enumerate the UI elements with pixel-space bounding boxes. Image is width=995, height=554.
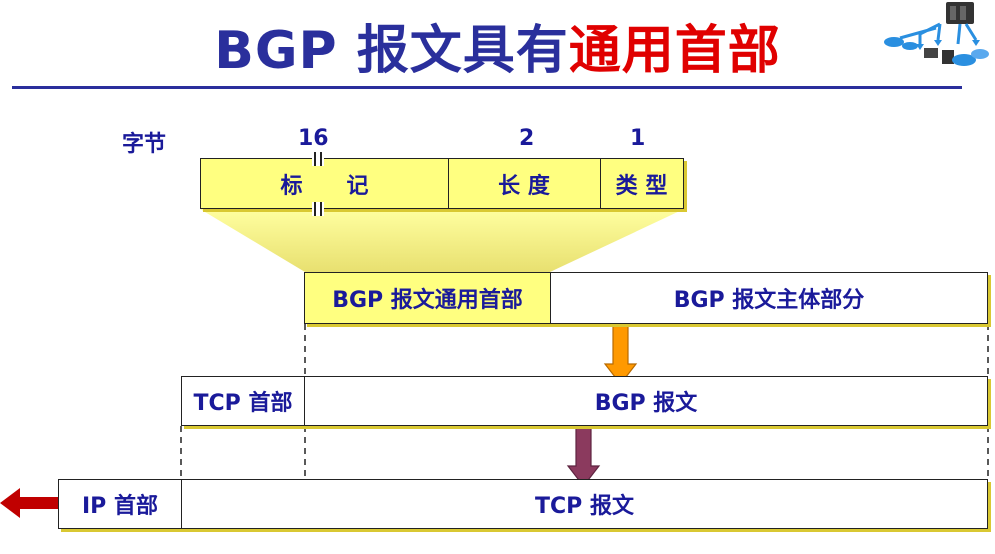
purple-down-arrow: [566, 415, 601, 487]
expansion-funnel: [200, 209, 684, 272]
field-length: 长 度: [449, 159, 601, 208]
ip-header: IP 首部: [59, 480, 182, 528]
bgp-header-fields: 标 记 长 度 类 型: [200, 158, 684, 209]
bgp-message-body: BGP 报文主体部分: [673, 288, 865, 313]
field-type: 类 型: [615, 173, 668, 199]
red-left-arrow: [0, 488, 58, 518]
unit-label: 字节: [122, 132, 167, 157]
bgp-common-header: BGP 报文通用首部: [305, 273, 551, 323]
bgp-message-row: BGP 报文通用首部 BGP 报文主体部分: [304, 272, 988, 324]
break-mark-bottom: [312, 202, 324, 216]
size-label-length: 2: [519, 126, 535, 151]
title-underline: [12, 86, 962, 89]
tcp-header: TCP 首部: [182, 377, 305, 425]
ip-datagram-row: IP 首部 TCP 报文: [58, 479, 988, 529]
title-highlight: 通用首部: [568, 21, 781, 81]
size-label-type: 1: [630, 126, 646, 151]
break-mark-top: [312, 152, 324, 166]
title-main: BGP 报文具有: [214, 21, 569, 81]
size-label-marker: 16: [298, 126, 329, 151]
tcp-segment-row: TCP 首部 BGP 报文: [181, 376, 988, 426]
page-title: BGP 报文具有通用首部: [0, 8, 995, 83]
ip-payload-tcp: TCP 报文: [535, 494, 634, 519]
field-marker: 标 记: [202, 159, 449, 208]
tcp-payload-bgp: BGP 报文: [594, 391, 698, 416]
network-topology-icon: [884, 2, 989, 66]
